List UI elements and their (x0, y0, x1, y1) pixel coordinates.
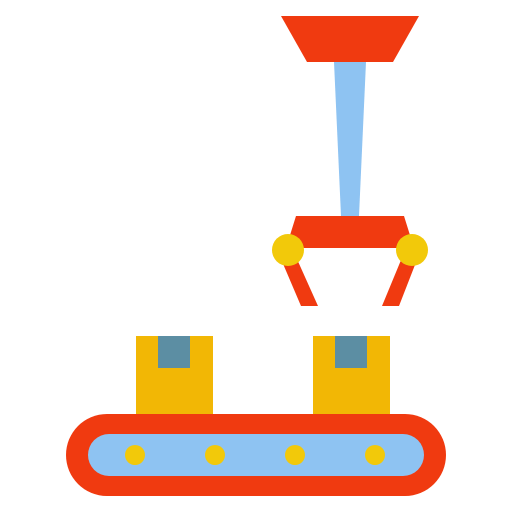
roller-icon (205, 445, 225, 465)
box-left-tape (158, 336, 190, 368)
cardboard-box-icon (313, 336, 390, 414)
box-right-tape (335, 336, 367, 368)
robotic-arm-shaft-icon (334, 62, 366, 216)
claw-left-joint (272, 234, 304, 266)
cardboard-box-icon (136, 336, 213, 414)
robotic-claw-icon (272, 216, 428, 306)
belt-inner (88, 434, 424, 476)
roller-icon (125, 445, 145, 465)
claw-right-joint (396, 234, 428, 266)
conveyor-belt-icon (66, 414, 446, 496)
claw-base (286, 216, 414, 248)
robotic-arm-mount-icon (281, 16, 419, 62)
robotic-arm (272, 16, 428, 306)
roller-icon (285, 445, 305, 465)
roller-icon (365, 445, 385, 465)
